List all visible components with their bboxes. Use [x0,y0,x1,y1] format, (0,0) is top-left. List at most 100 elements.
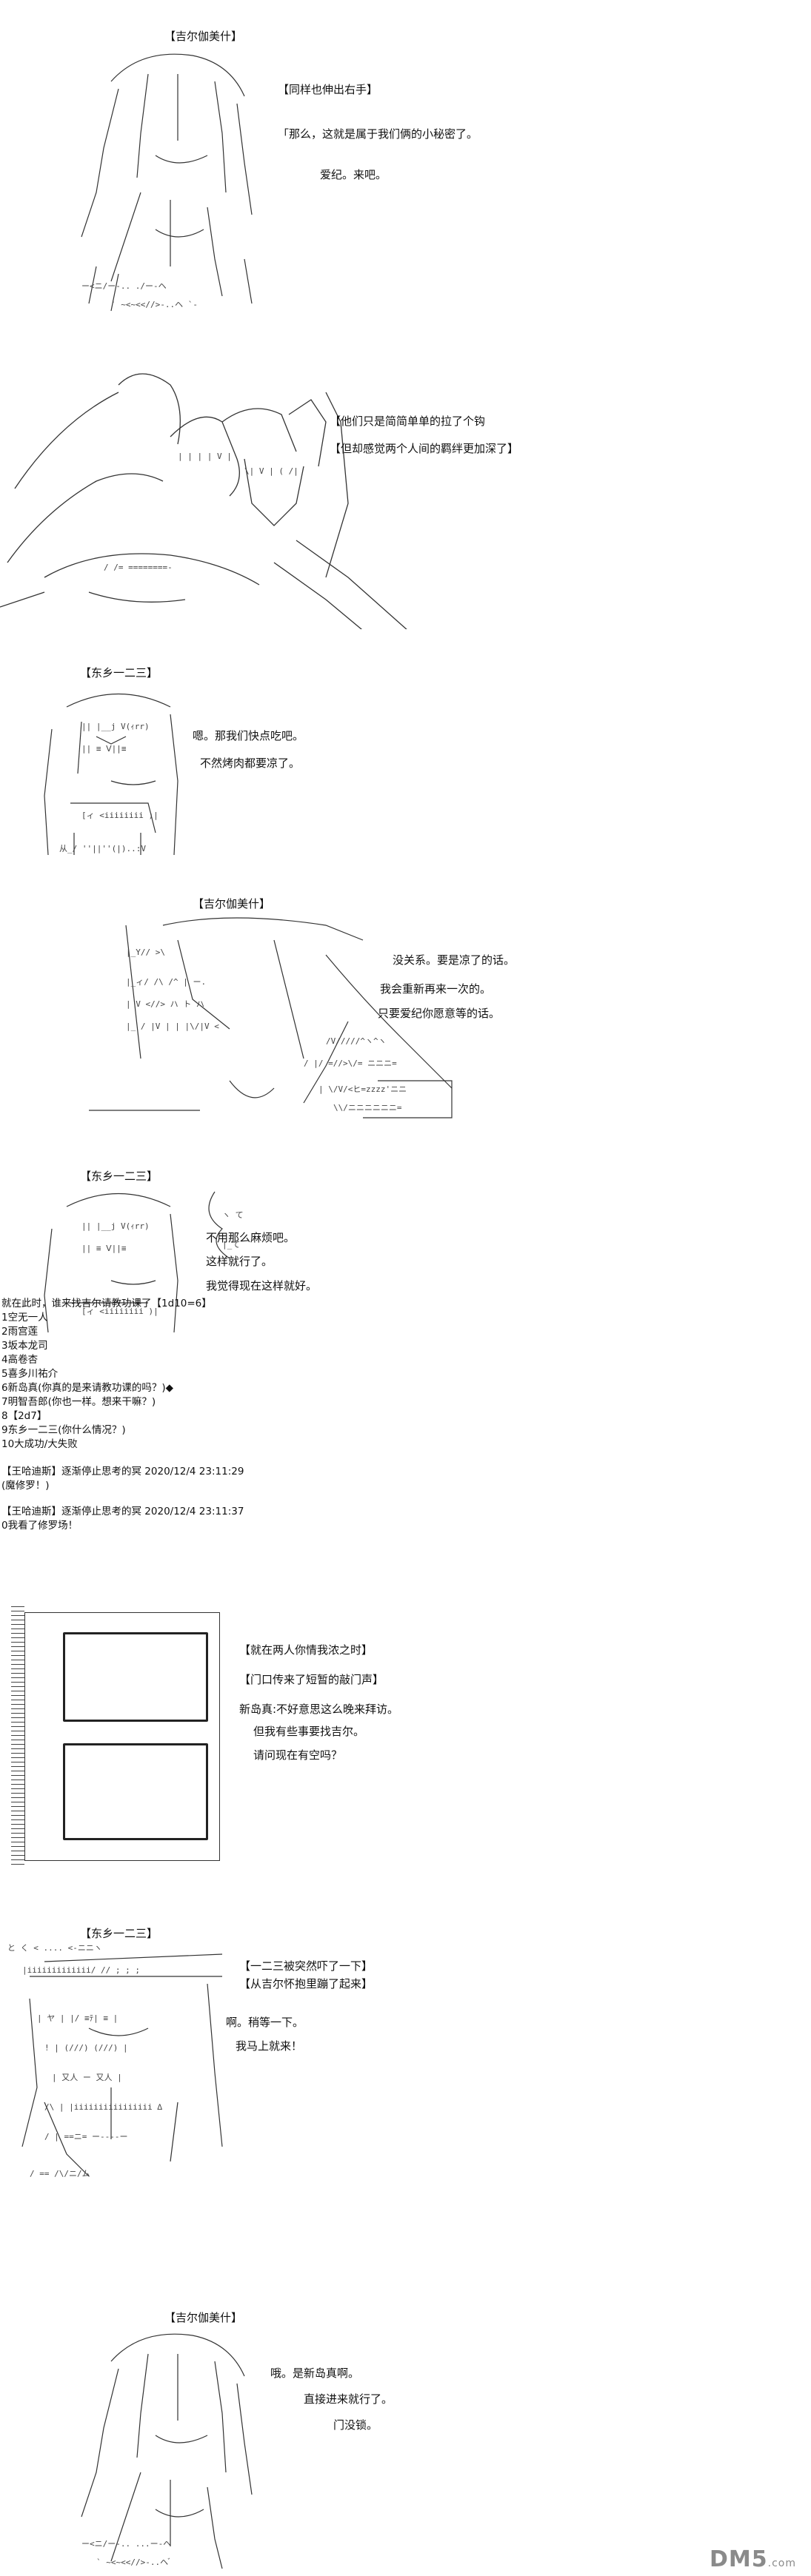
dialogue-line: 我会重新再来一次的。 [380,982,492,996]
dialogue-line: 只要爱纪你愿意等的话。 [378,1007,501,1020]
site-watermark-logo: DM5.com [710,2546,796,2572]
svg-text:ヽ て: ヽ て [222,1210,244,1220]
svg-text:/ |/ =//>\/= ニニニ=: / |/ =//>\/= ニニニ= [304,1059,397,1068]
watermark-suffix: .com [767,2557,796,2569]
svg-text:/\ | |iiiiiiiiiiiiiiii ∆: /\ | |iiiiiiiiiiiiiiii ∆ [44,2102,162,2112]
log-line: 9东乡一二三(你什么情况？) [1,1424,126,1436]
door-art [11,1606,233,1865]
svg-text:! | (///) (///) |: ! | (///) (///) | [44,2043,128,2053]
panel-8: 【吉尔伽美什】 ー<ニ/ー-.. ...ー-ヘ ` ~<~<<//>-..ヘ ゙ [0,2302,811,2576]
svg-text:[ィ <iiiiiiii )|: [ィ <iiiiiiii )| [81,811,158,820]
character-ascii-art: || |__j V(ｨrr) || ≡ Ⅴ||≡ [ィ <iiiiiiii )|… [37,1184,289,1332]
svg-text:|_て: |_て [222,1240,240,1250]
svg-text:` ~<~<<//>-..ヘ `-: ` ~<~<<//>-..ヘ `- [111,300,198,309]
svg-text:/V/////^ヽ^ヽ: /V/////^ヽ^ヽ [326,1036,387,1046]
dialogue-line: 这样就行了。 [206,1255,273,1268]
panel-3: 【东乡一二三】 || |__j V(ｨrr) || ≡ Ⅴ||≡ [ィ <iii… [0,659,811,866]
panel-7: 【东乡一二三】 と く < .... <-ニニヽ |iiiiiiiiiiiii/… [0,1921,811,2187]
dialogue-line: 啊。稍等一下。 [226,2016,304,2029]
comment-title: 逐渐停止思考的冥 [61,1466,141,1477]
character-ascii-art: |_Y// >\ |_ィ/ /\ /^ | ー. | V <//> ハ ト ハ … [81,910,467,1133]
comment-header: 【王哈迪斯】逐渐停止思考的冥 2020/12/4 23:11:29 [1,1465,244,1479]
comment-header: 【王哈迪斯】逐渐停止思考的冥 2020/12/4 23:11:37 [1,1505,244,1519]
svg-text:[ィ <iiiiiiii )|: [ィ <iiiiiiii )| [81,1307,158,1316]
svg-text:|| |__j V(ｨrr): || |__j V(ｨrr) [81,722,150,731]
panel-4: 【吉尔伽美什】 |_Y// >\ |_ィ/ /\ /^ | ー. | V <//… [0,888,811,1140]
svg-text:| V <//> ハ ト ハ: | V <//> ハ ト ハ [126,999,204,1009]
svg-text:|_Y// >\: |_Y// >\ [126,947,165,957]
svg-text:|_ / |V | | |\/|V <: |_ / |V | | |\/|V < [126,1022,219,1031]
svg-text:ー<ニ/ー-.. ...ー-ヘ: ー<ニ/ー-.. ...ー-ヘ [81,2539,171,2549]
speaker-label: 【东乡一二三】 [80,1170,158,1183]
dialogue-line: 哦。是新岛真啊。 [270,2367,360,2380]
svg-text:ー<ニ/ー-.. ./ー-ヘ: ー<ニ/ー-.. ./ー-ヘ [81,281,167,291]
character-ascii-art: ー<ニ/ー-.. ./ー-ヘ ` ~<~<<//>-..ヘ `- [67,44,281,318]
log-line: 4高卷杏 [1,1354,39,1366]
dialogue-line: 但我有些事要找吉尔。 [253,1725,365,1738]
dialogue-line: 不用那么麻烦吧。 [206,1231,296,1244]
narration-line: 【门口传来了短暂的敲门声】 [239,1673,384,1686]
dialogue-line: 没关系。要是凉了的话。 [393,953,515,967]
speaker-label: 【东乡一二三】 [80,666,158,680]
dice-roll-log: 就在此时，谁来找吉尔请教功课了【1d10=6】 1空无一人 2雨宫莲 3坂本龙司… [0,1297,811,1534]
svg-text:| ヤ | |/ ≡ﾃ| ≡ |: | ヤ | |/ ≡ﾃ| ≡ | [37,2013,118,2023]
svg-text:\| V | ( /|: \| V | ( /| [244,466,298,476]
panel-6: 【就在两人你情我浓之时】 【门口传来了短暂的敲门声】 新岛真:不好意思这么晚来拜… [0,1591,811,1873]
door-frame [24,1612,220,1861]
log-line: 7明智吾郎(你也一样。想来干嘛？) [1,1396,156,1408]
dialogue-line: 嗯。那我们快点吃吧。 [193,729,304,742]
narration-line: 【就在两人你情我浓之时】 [239,1643,373,1657]
narration-line: 【从吉尔怀抱里蹦了起来】 [239,1977,373,1990]
svg-text:/ | ==ニ= ー----ー: / | ==ニ= ー----ー [44,2132,127,2141]
log-line: 2雨宫莲 [1,1326,39,1338]
speaker-label: 【东乡一二三】 [80,1927,158,1940]
svg-text:|| ≡ Ⅴ||≡: || ≡ Ⅴ||≡ [81,744,127,754]
dialogue-line: 门没锁。 [333,2418,378,2432]
panel-1: 【吉尔伽美什】 ー<ニ/ー-.. ./ー-ヘ ` ~<~<<//>-..ヘ `- [0,0,811,326]
dialogue-line: 我马上就来！ [236,2039,303,2053]
dialogue-line: 「那么，这就是属于我们俩的小秘密了。 [278,127,478,141]
svg-text:` ~<~<<//>-..ヘ ゙: ` ~<~<<//>-..ヘ ゙ [96,2557,170,2567]
narration-line: 【他们只是简简单单的拉了个钩 [330,415,486,428]
svg-text:|iiiiiiiiiiiii/ // ; ; ;: |iiiiiiiiiiiii/ // ; ; ; [22,1965,140,1975]
svg-text:|| |__j V(ｨrr): || |__j V(ｨrr) [81,1221,150,1231]
log-line: 3坂本龙司 [1,1340,48,1352]
comment-time: 2020/12/4 23:11:29 [144,1466,244,1477]
comment-author: 【王哈迪斯】 [1,1506,61,1517]
log-line: 5喜多川祐介 [1,1368,59,1380]
svg-text:|| ≡ Ⅴ||≡: || ≡ Ⅴ||≡ [81,1244,127,1253]
comment-title: 逐渐停止思考的冥 [61,1506,141,1517]
svg-text:|_ィ/ /\ /^ | ー.: |_ィ/ /\ /^ | ー. [126,977,206,987]
svg-text:| 又人 ー 又人 |: | 又人 ー 又人 | [52,2073,122,2082]
character-ascii-art: と く < .... <-ニニヽ |iiiiiiiiiiiii/ // ; ; … [0,1939,256,2184]
dialogue-line: 我觉得现在这样就好。 [206,1279,318,1292]
svg-text:/ == /\/ニ/ム: / == /\/ニ/ム [30,2169,90,2178]
dialogue-line: 【同样也伸出右手】 [278,83,378,96]
panel-5: 【东乡一二三】 || |__j V(ｨrr) || ≡ Ⅴ||≡ [ィ <iii… [0,1162,811,1332]
narration-line: 【一二三被突然吓了一下】 [239,1959,373,1973]
svg-text:从_/ ''||''(|)..:V: 从_/ ''||''(|)..:V [59,844,146,853]
log-line: 8【2d7】 [1,1410,47,1422]
panel-2: | | | | V | \| V | ( /| / /= ========- 【… [0,341,811,637]
svg-text:と く < .... <-ニニヽ: と く < .... <-ニニヽ [7,1943,102,1953]
log-line: 就在此时，谁来找吉尔请教功课了【1d10=6】 [1,1298,212,1309]
door-window-lower [63,1743,208,1840]
log-line: 1空无一人 [1,1312,48,1324]
speaker-label: 【吉尔伽美什】 [164,30,243,43]
pinky-promise-hands-art: | | | | V | \| V | ( /| / /= ========- [0,355,444,629]
log-line: 10大成功/大失败 [1,1438,78,1450]
dialogue-line: 请问现在有空吗？ [253,1748,343,1762]
svg-text:/ /= ========-: / /= ========- [104,563,173,572]
dialogue-line: 直接进来就行了。 [304,2392,393,2406]
svg-text:| \/V/<ヒ=zzzz'ニニ: | \/V/<ヒ=zzzz'ニニ [318,1084,407,1094]
dialogue-line: 爱纪。来吧。 [320,168,387,181]
door-window-upper [63,1632,208,1722]
character-ascii-art: ー<ニ/ー-.. ...ー-ヘ ` ~<~<<//>-..ヘ ゙ [67,2324,281,2572]
dialogue-line: 不然烤肉都要凉了。 [200,757,301,770]
narration-line: 【但却感觉两个人间的羁绊更加深了】 [330,442,519,455]
comment-text: 0我看了修罗场！ [1,1520,79,1532]
speaker-label: 【吉尔伽美什】 [164,2311,243,2324]
comment-text: (魔修罗！) [1,1480,50,1492]
dialogue-line: 新岛真:不好意思这么晚来拜访。 [239,1703,399,1716]
svg-text:| | | | V |: | | | | V | [178,452,232,461]
